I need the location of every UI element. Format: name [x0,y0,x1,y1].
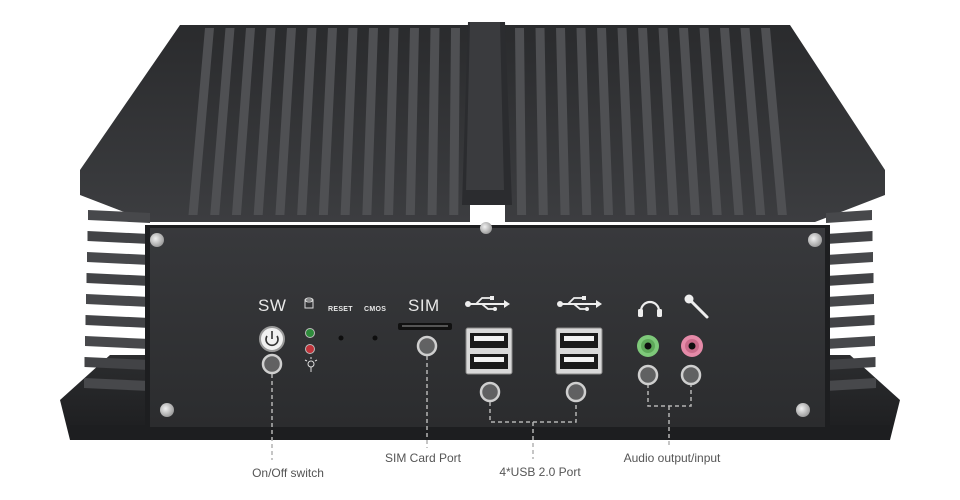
heatsink-fin [253,28,276,215]
heatsink-fin [658,28,679,215]
side-fin [826,357,876,370]
callout-usb: 4*USB 2.0 Port [499,465,581,479]
heatsink-fin [617,28,635,215]
callout-sim: SIM Card Port [384,451,462,465]
side-fin [826,252,873,265]
panel-screws [150,222,822,417]
side-fin [826,378,876,391]
side-fin [826,231,873,244]
hdd-led-green [305,328,315,338]
heatsink-fin [638,28,657,215]
usb-port-stack[interactable] [465,327,513,375]
heatsink-fin [188,28,214,215]
heatsink-side-right [826,210,876,391]
heatsink-fin [318,28,337,215]
headphones-icon [638,300,662,317]
heatsink-fin [231,28,255,215]
heatsink-fin [597,28,614,215]
side-fin [86,294,150,307]
cmos-label: CMOS [364,306,387,313]
side-fin [84,357,150,370]
side-fin [826,294,874,307]
reset-pinhole[interactable] [338,335,344,341]
light-icon [304,357,318,372]
side-fin [826,210,872,223]
usb-ports [465,327,603,375]
callout-power: On/Off switch [252,466,324,480]
callout-audio: Audio output/input [623,451,721,465]
side-fin [85,336,150,349]
side-fin [826,336,875,349]
power-label: SW [258,296,287,315]
heatsink-fin [427,28,440,215]
disk-icon [304,297,314,309]
heatsink-fin [340,28,358,215]
heatsink-side-left [84,210,150,391]
side-fin [826,273,874,286]
side-fin [87,231,150,244]
microphone-icon [684,294,709,319]
heatsink-fin [761,28,787,215]
heatsink-fin [740,28,766,215]
usb-icon [557,296,602,311]
sim-label: SIM [408,296,440,315]
heatsink-fin [362,28,378,215]
heatsink-fin [275,28,296,215]
side-fin [826,315,875,328]
power-led-red [305,344,315,354]
heatsink-fin [515,28,527,215]
usb-port-stack[interactable] [555,327,603,375]
side-fin [85,315,150,328]
side-fin [88,210,150,223]
heatsink-fin [297,28,317,215]
reset-label: RESET [328,306,353,313]
side-fin [84,378,150,391]
heatsink-fin [699,28,722,215]
heatsink-fin [449,28,460,215]
heatsink-fin [720,28,744,215]
callout-markers [261,335,702,403]
heatsink-fin [405,28,419,215]
sim-slot[interactable] [398,323,452,330]
audio-out-jack[interactable] [637,335,659,357]
side-fin [86,273,150,286]
usb-icon [465,296,510,311]
side-fin [87,252,150,265]
cmos-pinhole[interactable] [372,335,378,341]
heatsink-top [80,22,885,222]
heatsink-fin [210,28,235,215]
callout-leaders [271,356,692,460]
heatsink-fin [576,28,592,215]
audio-in-jack[interactable] [681,335,703,357]
heatsink-fin [384,28,399,215]
heatsink-fin [556,28,570,215]
power-button[interactable] [259,326,285,352]
power-icon [265,331,279,347]
heatsink-fin [679,28,700,215]
heatsink-fin [535,28,548,215]
